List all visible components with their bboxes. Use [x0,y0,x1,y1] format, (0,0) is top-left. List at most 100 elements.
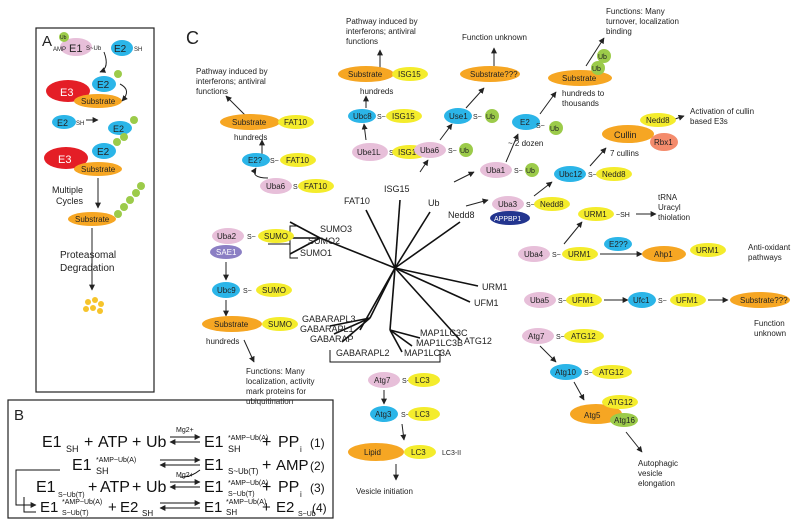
svg-text:S~: S~ [552,252,561,259]
panel-a: A E1 AMP S~Ub Ub E2 SH E3 E2 Substrate E… [35,27,155,393]
svg-text:SUMO: SUMO [268,320,292,329]
svg-text:Ubc12: Ubc12 [559,170,583,179]
svg-text:Ubc9: Ubc9 [217,286,236,295]
svg-text:Atg10: Atg10 [555,368,576,377]
svg-text:Lipid: Lipid [364,448,381,457]
svg-text:FAT10: FAT10 [286,156,310,165]
svg-text:PP: PP [278,434,299,451]
svg-text:FAT10: FAT10 [284,118,308,127]
svg-text:*AMP~Ub(A): *AMP~Ub(A) [62,499,102,506]
svg-text:URM1: URM1 [568,250,591,259]
svg-text:Ub: Ub [486,114,495,121]
degradation-label: Degradation [60,263,114,274]
tree-label-sumo1: SUMO1 [300,248,332,258]
svg-text:elongation: elongation [638,479,675,488]
svg-text:+: + [132,434,141,451]
svg-text:AMP: AMP [276,457,309,474]
svg-text:E1: E1 [204,479,224,496]
svg-text:E2: E2 [520,118,530,127]
svg-text:thousands: thousands [562,99,599,108]
tree-label-urm1: URM1 [482,282,508,292]
svg-text:FAT10: FAT10 [304,182,328,191]
svg-text:Functions: Many: Functions: Many [606,7,665,16]
svg-text:S~: S~ [658,298,667,305]
svg-text:(3): (3) [310,481,325,495]
svg-text:Mg2+: Mg2+ [176,427,194,434]
isg15-pathway: Pathway induced by interferons; antivira… [338,17,428,161]
svg-text:Substrate???: Substrate??? [740,296,788,305]
svg-text:Uba4: Uba4 [524,250,544,259]
svg-text:*AMP~Ub(A): *AMP~Ub(A) [226,499,266,506]
svg-text:S~: S~ [536,123,545,130]
svg-text:hundreds: hundreds [360,87,393,96]
svg-text:E1: E1 [42,434,62,451]
e1-label: E1 [69,43,82,55]
svg-text:ATP: ATP [98,434,128,451]
svg-text:SAE1: SAE1 [216,248,237,257]
svg-text:mark proteins for: mark proteins for [246,387,306,396]
svg-text:Atg16: Atg16 [614,416,635,425]
sh-label: SH [76,121,84,127]
svg-text:LC3: LC3 [411,448,426,457]
svg-text:S~: S~ [270,158,279,165]
svg-text:functions: functions [346,37,378,46]
svg-text:Anti-oxidant: Anti-oxidant [748,243,791,252]
svg-text:SUMO: SUMO [262,286,286,295]
svg-text:ISG15: ISG15 [398,148,421,157]
svg-text:S~: S~ [247,234,256,241]
svg-text:pathways: pathways [748,253,782,262]
svg-text:Cullin: Cullin [614,130,637,140]
svg-text:based E3s: based E3s [690,117,728,126]
svg-text:Ub: Ub [550,126,559,133]
reaction-3: E1 S~Ub(T) + ATP + Ub Mg2+ E1 *AMP~Ub(A)… [36,472,325,499]
lc3-pathway: Atg7 S~ LC3 Atg3 S~ LC3 Lipid LC3 LC3-II… [348,372,461,496]
panel-c: C FAT10 ISG15 Ub Nedd8 SUMO3 SUMO2 SUMO [186,7,791,496]
tree-label-isg15: ISG15 [384,184,410,194]
svg-text:Nedd8: Nedd8 [646,116,670,125]
svg-text:interferons; antiviral: interferons; antiviral [196,77,266,86]
svg-text:~ 2 dozen: ~ 2 dozen [508,139,543,148]
e3-label: E3 [60,87,73,99]
svg-text:tRNA: tRNA [658,193,678,202]
svg-text:unknown: unknown [754,329,786,338]
tree-label-gabarap: GABARAP [310,334,354,344]
panel-b: B E1 SH + ATP + Ub Mg2+ E1 *AMP~Ub(A) SH… [7,399,334,519]
svg-text:functions: functions [196,87,228,96]
svg-text:Uba6: Uba6 [420,146,440,155]
e2-label: E2 [114,44,127,55]
svg-text:Use1: Use1 [449,112,468,121]
svg-text:Ub: Ub [526,168,535,175]
svg-text:S~: S~ [558,298,567,305]
svg-text:(2): (2) [310,459,325,473]
e2-label: E2 [113,124,124,134]
svg-text:Ub: Ub [598,54,607,61]
svg-text:Substrate: Substrate [348,70,383,79]
svg-text:E2: E2 [120,499,138,516]
tree-label-sumo2: SUMO2 [308,236,340,246]
fat10-pathway: Pathway induced by interferons; antivira… [196,67,334,194]
svg-text:Ub: Ub [592,66,601,73]
svg-text:vesicle: vesicle [638,469,663,478]
svg-text:Uba1: Uba1 [486,166,506,175]
svg-text:Ub: Ub [460,148,469,155]
svg-text:SH: SH [96,466,109,476]
svg-text:ATG12: ATG12 [571,332,596,341]
svg-text:+: + [84,434,93,451]
svg-text:Substrate: Substrate [214,320,249,329]
phylo-tree [289,199,479,353]
panel-a-letter: A [42,33,52,50]
reaction-2: E1 *AMP~Ub(A) SH E1 S~Ub(T) + AMP (2) [72,457,325,476]
cycles-label: Cycles [56,196,84,206]
svg-text:S~: S~ [473,114,482,121]
svg-text:SH: SH [226,508,237,517]
svg-text:S~Ub(T): S~Ub(T) [62,510,89,517]
svg-text:Nedd8: Nedd8 [540,200,564,209]
tree-label-map1lc3c: MAP1LC3C [420,328,468,338]
svg-text:hundreds to: hundreds to [562,89,605,98]
svg-text:interferons; antiviral: interferons; antiviral [346,27,416,36]
svg-text:S~Ub(T): S~Ub(T) [58,492,85,499]
svg-text:Atg3: Atg3 [375,410,392,419]
svg-text:Functions: Many: Functions: Many [246,367,305,376]
svg-text:Autophagic: Autophagic [638,459,678,468]
